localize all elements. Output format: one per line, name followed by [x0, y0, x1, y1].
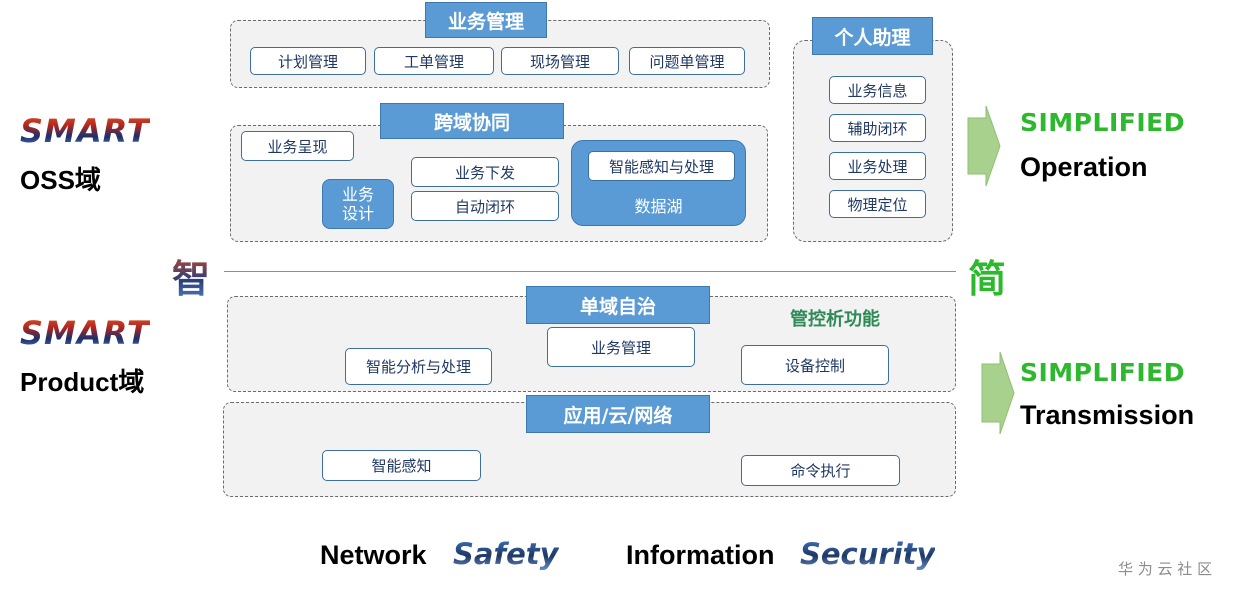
smart-perception-layer-box[interactable]: 智能感知: [322, 450, 481, 481]
product-simplified-label: SIMPLIFIED: [1020, 358, 1185, 387]
oss-simplified-label: SIMPLIFIED: [1020, 108, 1185, 137]
information-label: Information: [626, 540, 775, 570]
operation-label: Operation: [1020, 152, 1148, 182]
product-domain-label: Product域: [20, 367, 145, 397]
divider-line: [224, 271, 956, 272]
network-label: Network: [320, 540, 427, 570]
command-execute-box[interactable]: 命令执行: [741, 455, 900, 486]
product-smart-logo: SMART: [20, 314, 150, 352]
jian-char: 简: [968, 257, 1007, 301]
assistant-header: 个人助理: [812, 17, 933, 55]
transmission-label: Transmission: [1020, 400, 1195, 430]
biz-design-box[interactable]: 业务 设计: [322, 179, 394, 229]
field-mgmt-box[interactable]: 现场管理: [501, 47, 619, 75]
watermark: 华 为 云 社 区: [1118, 560, 1213, 578]
smart-perception-box[interactable]: 智能感知与处理: [588, 151, 735, 181]
biz-process-box[interactable]: 业务处理: [829, 152, 926, 180]
plan-mgmt-box[interactable]: 计划管理: [250, 47, 366, 75]
control-analysis-label: 管控析功能: [790, 309, 880, 330]
oss-domain-label: OSS域: [20, 165, 101, 195]
app-layer-header: 应用/云/网络: [526, 395, 710, 433]
oss-smart-logo: SMART: [20, 112, 150, 150]
auto-loop-box[interactable]: 自动闭环: [411, 191, 559, 221]
assist-loop-box[interactable]: 辅助闭环: [829, 114, 926, 142]
safety-label: Safety: [453, 537, 559, 571]
arrow-right-icon: [981, 351, 1015, 435]
product-biz-mgmt-box[interactable]: 业务管理: [547, 327, 695, 367]
biz-info-box[interactable]: 业务信息: [829, 76, 926, 104]
business-mgmt-header: 业务管理: [425, 2, 547, 38]
arrow-right-icon: [967, 105, 1001, 187]
security-label: Security: [800, 537, 936, 571]
single-domain-header: 单域自治: [526, 286, 710, 324]
cross-domain-header: 跨域协同: [380, 103, 564, 139]
physical-locate-box[interactable]: 物理定位: [829, 190, 926, 218]
zhi-char: 智: [172, 248, 210, 303]
work-order-mgmt-box[interactable]: 工单管理: [374, 47, 494, 75]
biz-present-box[interactable]: 业务呈现: [241, 131, 354, 161]
biz-dispatch-box[interactable]: 业务下发: [411, 157, 559, 187]
issue-mgmt-box[interactable]: 问题单管理: [629, 47, 745, 75]
data-lake-label: 数据湖: [634, 197, 683, 216]
smart-analysis-box[interactable]: 智能分析与处理: [345, 348, 492, 385]
device-control-box[interactable]: 设备控制: [741, 345, 889, 385]
